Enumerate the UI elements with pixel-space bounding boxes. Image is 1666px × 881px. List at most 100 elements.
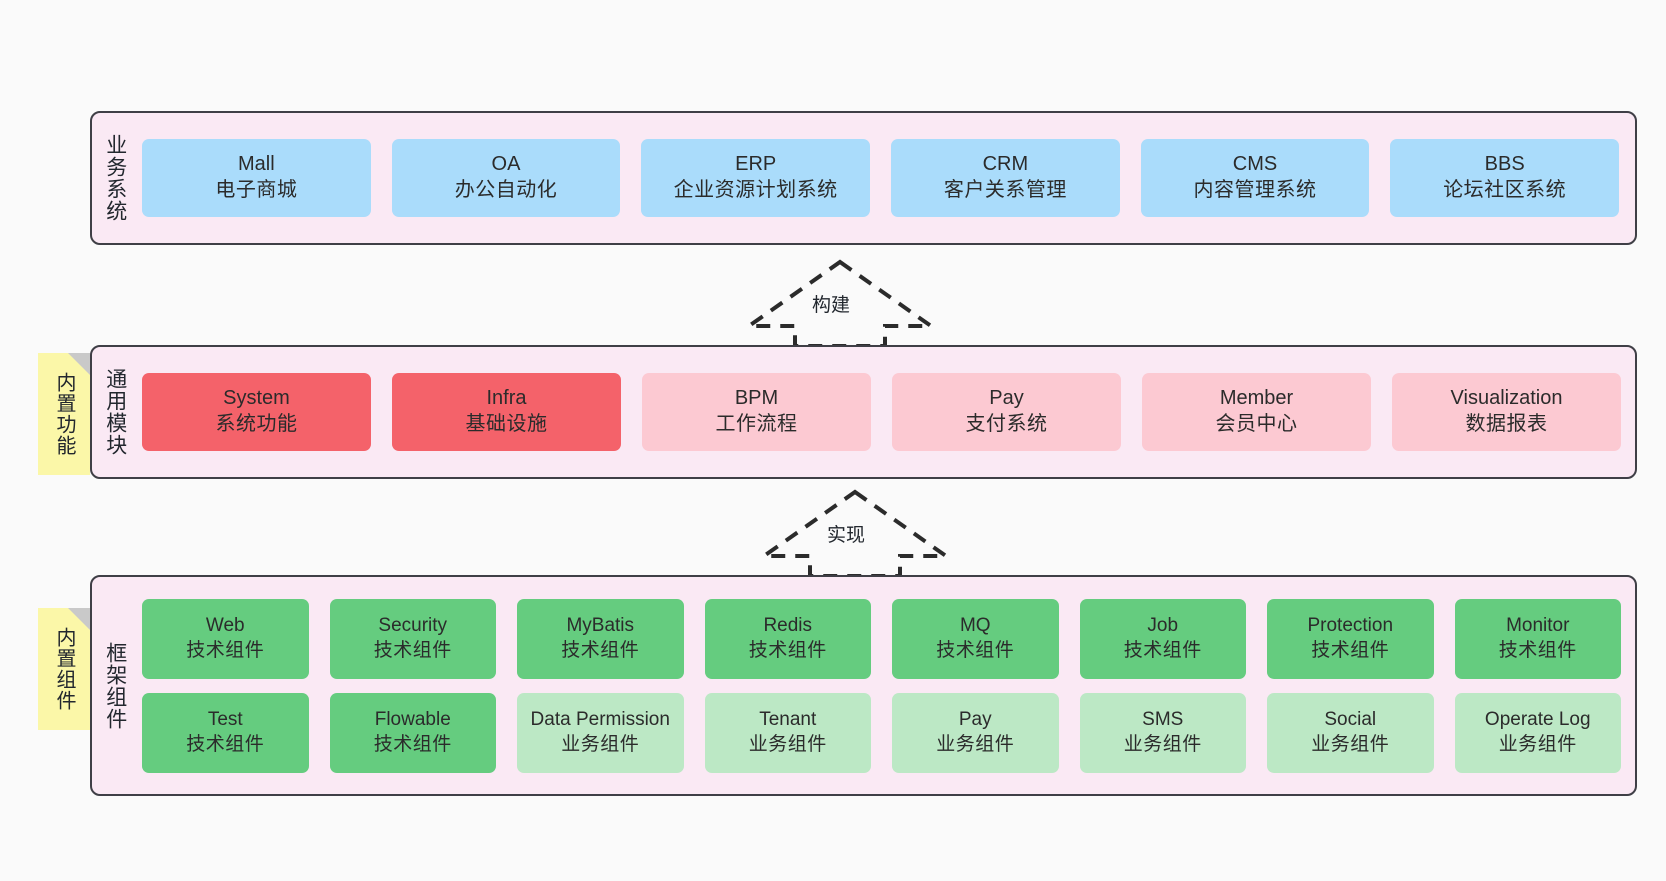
card-title-cn: 业务组件 [1311, 733, 1390, 755]
card-pay-module[interactable]: Pay 支付系统 [892, 373, 1121, 451]
card-infra[interactable]: Infra 基础设施 [392, 373, 621, 451]
card-tenant[interactable]: Tenant 业务组件 [704, 692, 871, 773]
card-cms[interactable]: CMS 内容管理系统 [1140, 139, 1370, 217]
card-mybatis[interactable]: MyBatis 技术组件 [517, 598, 684, 679]
card-title-cn: 业务组件 [748, 733, 827, 755]
card-system[interactable]: System 系统功能 [142, 373, 371, 451]
card-flowable[interactable]: Flowable 技术组件 [329, 692, 496, 773]
card-title-cn: 办公自动化 [454, 179, 558, 201]
card-title-en: SMS [1142, 709, 1184, 731]
note-fold-corner-icon [68, 353, 90, 375]
card-title-en: ERP [735, 153, 777, 176]
layer-common-modules: 通用模块 System 系统功能 Infra 基础设施 BPM 工作流程 Pay… [90, 345, 1637, 479]
card-title-cn: 业务组件 [936, 733, 1015, 755]
card-title-cn: 支付系统 [965, 413, 1048, 435]
card-title-cn: 技术组件 [748, 639, 827, 661]
card-title-en: Visualization [1450, 387, 1563, 410]
card-title-en: Pay [989, 387, 1024, 410]
card-title-cn: 技术组件 [1123, 639, 1202, 661]
card-title-en: Web [205, 615, 245, 637]
card-title-en: System [223, 387, 290, 410]
card-security[interactable]: Security 技术组件 [329, 598, 496, 679]
card-title-cn: 技术组件 [1311, 639, 1390, 661]
card-mq[interactable]: MQ 技术组件 [892, 598, 1059, 679]
card-title-en: OA [491, 153, 521, 176]
card-title-cn: 技术组件 [186, 639, 265, 661]
card-title-cn: 内容管理系统 [1193, 179, 1317, 201]
card-visualization[interactable]: Visualization 数据报表 [1392, 373, 1621, 451]
card-title-en: Infra [486, 387, 527, 410]
card-mall[interactable]: Mall 电子商城 [142, 139, 371, 217]
card-title-en: Flowable [374, 709, 451, 731]
card-row-business: Test 技术组件 Flowable 技术组件 Data Permission … [142, 692, 1621, 773]
card-pay-component[interactable]: Pay 业务组件 [892, 692, 1059, 773]
card-title-en: Mall [238, 153, 275, 176]
card-bbs[interactable]: BBS 论坛社区系统 [1390, 139, 1620, 217]
note-label: 内置组件 [53, 627, 75, 711]
card-title-cn: 论坛社区系统 [1443, 179, 1567, 201]
card-title-cn: 业务组件 [1123, 733, 1202, 755]
connector-label-implement: 实现 [827, 525, 866, 546]
layer-title-framework: 框架组件 [103, 641, 127, 730]
card-title-en: Social [1324, 709, 1377, 731]
card-title-cn: 技术组件 [1498, 639, 1577, 661]
card-title-cn: 工作流程 [715, 413, 798, 435]
note-builtin-functions: 内置功能 [38, 353, 90, 475]
card-title-en: BPM [734, 387, 779, 410]
card-title-en: Tenant [759, 709, 817, 731]
card-sms[interactable]: SMS 业务组件 [1079, 692, 1246, 773]
layer-business-systems: 业务系统 Mall 电子商城 OA 办公自动化 ERP 企业资源计划系统 CRM… [90, 111, 1637, 245]
card-title-en: Operate Log [1484, 709, 1591, 731]
layer-framework-components: 框架组件 Web 技术组件 Security 技术组件 MyBatis 技术组件… [90, 575, 1637, 796]
card-title-cn: 基础设施 [465, 413, 548, 435]
card-title-cn: 系统功能 [215, 413, 298, 435]
card-erp[interactable]: ERP 企业资源计划系统 [641, 139, 871, 217]
card-title-en: CRM [982, 153, 1029, 176]
card-title-en: MQ [959, 615, 991, 637]
card-title-cn: 客户关系管理 [943, 179, 1067, 201]
note-label: 内置功能 [53, 372, 75, 456]
layer-title-common: 通用模块 [103, 368, 127, 456]
card-title-en: Member [1219, 387, 1294, 410]
layer-body-business: Mall 电子商城 OA 办公自动化 ERP 企业资源计划系统 CRM 客户关系… [138, 113, 1635, 243]
card-title-cn: 数据报表 [1465, 413, 1548, 435]
card-title-cn: 企业资源计划系统 [673, 179, 838, 201]
card-title-en: Protection [1307, 615, 1394, 637]
card-bpm[interactable]: BPM 工作流程 [642, 373, 871, 451]
card-job[interactable]: Job 技术组件 [1079, 598, 1246, 679]
layer-body-framework: Web 技术组件 Security 技术组件 MyBatis 技术组件 Redi… [138, 577, 1635, 794]
card-title-cn: 技术组件 [373, 733, 452, 755]
layer-body-common: System 系统功能 Infra 基础设施 BPM 工作流程 Pay 支付系统… [138, 347, 1635, 477]
card-social[interactable]: Social 业务组件 [1267, 692, 1434, 773]
card-title-cn: 技术组件 [561, 639, 640, 661]
card-web[interactable]: Web 技术组件 [142, 598, 309, 679]
card-redis[interactable]: Redis 技术组件 [704, 598, 871, 679]
card-member[interactable]: Member 会员中心 [1142, 373, 1371, 451]
card-crm[interactable]: CRM 客户关系管理 [891, 139, 1120, 217]
card-title-en: Pay [958, 709, 992, 731]
card-title-en: MyBatis [566, 615, 635, 637]
card-title-en: Test [207, 709, 243, 731]
card-title-en: Redis [763, 615, 813, 637]
card-title-cn: 技术组件 [373, 639, 452, 661]
card-row-tech: Web 技术组件 Security 技术组件 MyBatis 技术组件 Redi… [142, 598, 1621, 679]
card-oa[interactable]: OA 办公自动化 [391, 139, 621, 217]
card-title-en: CMS [1232, 153, 1278, 176]
card-operate-log[interactable]: Operate Log 业务组件 [1454, 692, 1621, 773]
card-title-en: Job [1147, 615, 1179, 637]
card-row: Mall 电子商城 OA 办公自动化 ERP 企业资源计划系统 CRM 客户关系… [142, 139, 1620, 217]
card-title-cn: 技术组件 [936, 639, 1015, 661]
card-title-en: BBS [1484, 153, 1525, 176]
card-row: System 系统功能 Infra 基础设施 BPM 工作流程 Pay 支付系统… [142, 373, 1621, 451]
note-fold-corner-icon [68, 608, 90, 630]
card-data-permission[interactable]: Data Permission 业务组件 [517, 692, 684, 773]
card-title-en: Monitor [1506, 615, 1570, 637]
layer-title-business: 业务系统 [103, 134, 127, 222]
card-title-cn: 技术组件 [186, 733, 265, 755]
note-builtin-components: 内置组件 [38, 608, 90, 730]
card-title-en: Security [378, 615, 448, 637]
card-test[interactable]: Test 技术组件 [142, 692, 309, 773]
card-monitor[interactable]: Monitor 技术组件 [1454, 598, 1621, 679]
card-protection[interactable]: Protection 技术组件 [1267, 598, 1434, 679]
